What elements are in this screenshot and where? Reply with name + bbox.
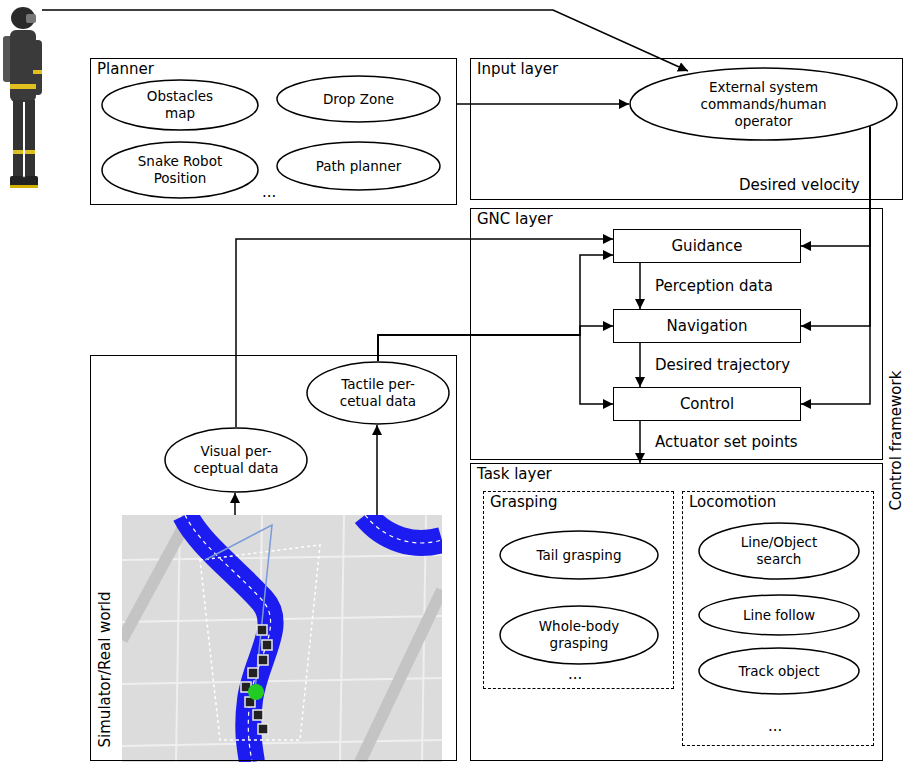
task-group: LocomotionLine/Object searchLine followT… [682, 491, 874, 746]
task-ellipse: Tail grasping [499, 530, 659, 580]
ellipse-shape [500, 606, 658, 664]
node-text: External system commands/human operator [689, 79, 839, 130]
edge-label: Desired trajectory [655, 357, 790, 374]
ellipse-content: Track object [698, 647, 860, 695]
ellipse-content: Whole-body grasping [499, 605, 659, 665]
ellipse-shape [699, 648, 859, 694]
process-box: Navigation [613, 309, 801, 343]
layer-box: PlannerObstacles map Drop ZoneSnake Robot… [90, 58, 457, 205]
connector-arrow [801, 127, 870, 404]
node-text: Tail grasping [537, 547, 622, 564]
node-text: Control [680, 396, 734, 413]
node-heading: Simulator/Real world [97, 592, 114, 748]
node-text: Visual per- ceptual data [184, 443, 288, 477]
node-text: Tactile per- cetual data [326, 376, 430, 410]
environment-box: Simulator/Real world Visual per- ceptual … [90, 355, 457, 761]
node-text: Guidance [672, 238, 743, 255]
simulator-screenshot [122, 515, 442, 762]
node-text: Whole-body grasping [519, 618, 639, 652]
ellipse-content: External system commands/human operator [629, 67, 898, 141]
perception-ellipse: Visual per- ceptual data [164, 427, 308, 493]
ellipse-shape [699, 595, 859, 635]
node-heading: Planner [97, 61, 154, 78]
layer-box: Task layerGraspingTail graspingWhole-bod… [470, 463, 883, 761]
node-text: Line/Object search [724, 534, 834, 568]
ellipse-content: Drop Zone [276, 75, 441, 123]
ellipse-shape [277, 142, 440, 190]
node-text: Path planner [316, 158, 402, 175]
ellipse-shape [277, 76, 440, 122]
ellipse-content: Obstacles map [101, 79, 259, 131]
ellipsis-label: ... [262, 184, 276, 201]
process-box: Guidance [613, 229, 801, 263]
process-box: Control [613, 387, 801, 421]
visual-feed-arrow [234, 493, 236, 515]
task-ellipse: Track object [698, 647, 860, 695]
node-heading: Locomotion [689, 494, 776, 511]
node-heading: Grasping [490, 494, 558, 511]
ellipse-shape [307, 362, 449, 424]
ellipsis-label: ... [768, 718, 782, 735]
layer-box: GNC layerGuidanceNavigationControl [470, 208, 883, 460]
planner-ellipse: Drop Zone [276, 75, 441, 123]
ellipse-content: Tactile per- cetual data [306, 361, 450, 425]
firefighter-figure [3, 7, 42, 188]
connector-arrow [639, 263, 641, 309]
node-heading: GNC layer [477, 211, 553, 228]
node-text: Drop Zone [323, 91, 394, 108]
ellipse-shape [630, 68, 897, 140]
connector-arrow [639, 421, 641, 463]
node-text: Line follow [743, 607, 815, 624]
framework-label: Control framework [888, 370, 905, 510]
ellipse-content: Path planner [276, 141, 441, 191]
ellipse-content: Line/Object search [698, 522, 860, 580]
task-ellipse: Line/Object search [698, 522, 860, 580]
ellipse-content: Tail grasping [499, 530, 659, 580]
ellipsis-label: ... [568, 666, 582, 683]
ellipse-shape [699, 523, 859, 579]
tactile-feed-arrow [376, 425, 378, 515]
node-heading: Task layer [477, 466, 552, 483]
ellipse-content: Line follow [698, 594, 860, 636]
edge-label: Perception data [655, 278, 773, 295]
ellipse-content: Snake Robot Position [101, 141, 259, 199]
ellipse-shape [165, 428, 307, 492]
connector-arrow [639, 343, 641, 387]
connector-arrow [236, 239, 613, 427]
ellipse-shape [500, 531, 658, 579]
connector-arrow [457, 103, 629, 105]
planner-ellipse: Path planner [276, 141, 441, 191]
ellipse-shape [102, 80, 258, 130]
node-text: Navigation [667, 318, 748, 335]
ellipse-content: Visual per- ceptual data [164, 427, 308, 493]
node-text: Track object [738, 663, 819, 680]
task-ellipse: Whole-body grasping [499, 605, 659, 665]
planner-ellipse: Obstacles map [101, 79, 259, 131]
connector-arrow [378, 255, 613, 361]
node-heading: Input layer [477, 61, 558, 78]
node-text: Obstacles map [130, 88, 230, 122]
edge-label: Actuator set points [655, 434, 798, 451]
task-group: GraspingTail graspingWhole-body grasping [483, 491, 674, 689]
connector-arrow [801, 127, 870, 326]
task-ellipse: Line follow [698, 594, 860, 636]
planner-ellipse: Snake Robot Position [101, 141, 259, 199]
input-ellipse: External system commands/human operator [629, 67, 898, 141]
ellipse-shape [102, 142, 258, 198]
signal-label: Desired velocity [739, 177, 860, 194]
node-text: Snake Robot Position [124, 153, 236, 187]
perception-ellipse: Tactile per- cetual data [306, 361, 450, 425]
